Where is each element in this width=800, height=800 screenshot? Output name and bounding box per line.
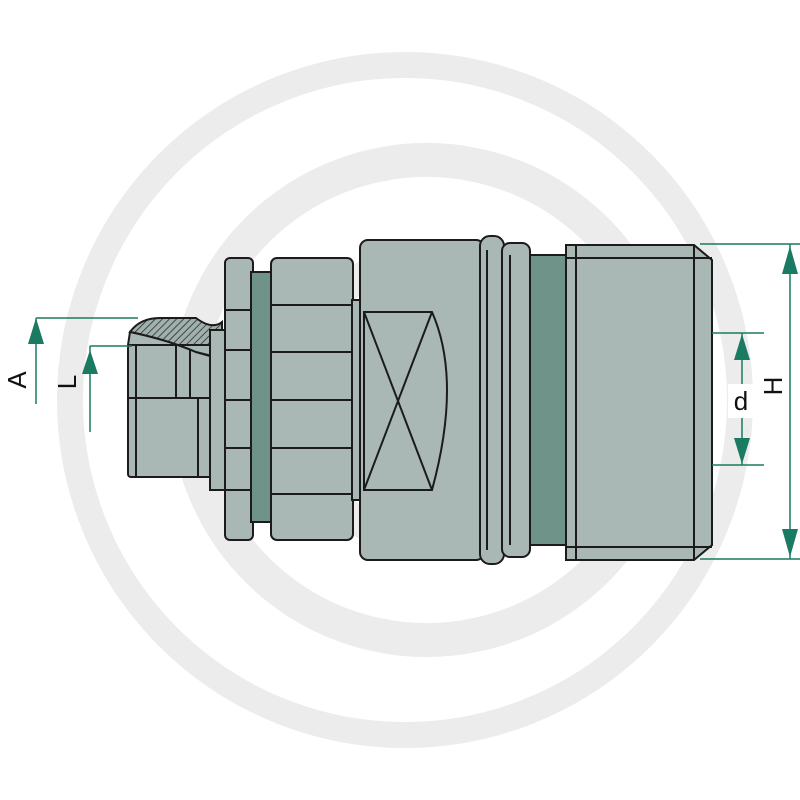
coupling-body [359,239,485,561]
nipple-cone [126,330,213,358]
threaded-port-end [565,244,713,561]
label-A: A [2,371,32,389]
dimension-L: L [52,345,132,432]
seal-ring-left [250,271,274,523]
seal-ring-right [529,254,567,546]
label-d: d [734,386,748,416]
sleeve-rings [479,235,531,565]
arrow-up-icon [734,334,750,360]
dimension-d: d [712,332,764,466]
nipple-thread-end [127,344,213,478]
arrow-up-icon [782,246,798,274]
arrow-up-icon [28,318,44,344]
label-H: H [758,377,788,396]
dimension-H: H [700,243,800,560]
dimension-A: A [2,317,138,404]
arrow-down-icon [782,529,798,557]
arrow-down-icon [734,438,750,464]
hex-nut [270,257,354,541]
arrow-up-icon [82,350,98,374]
label-L: L [52,375,82,389]
